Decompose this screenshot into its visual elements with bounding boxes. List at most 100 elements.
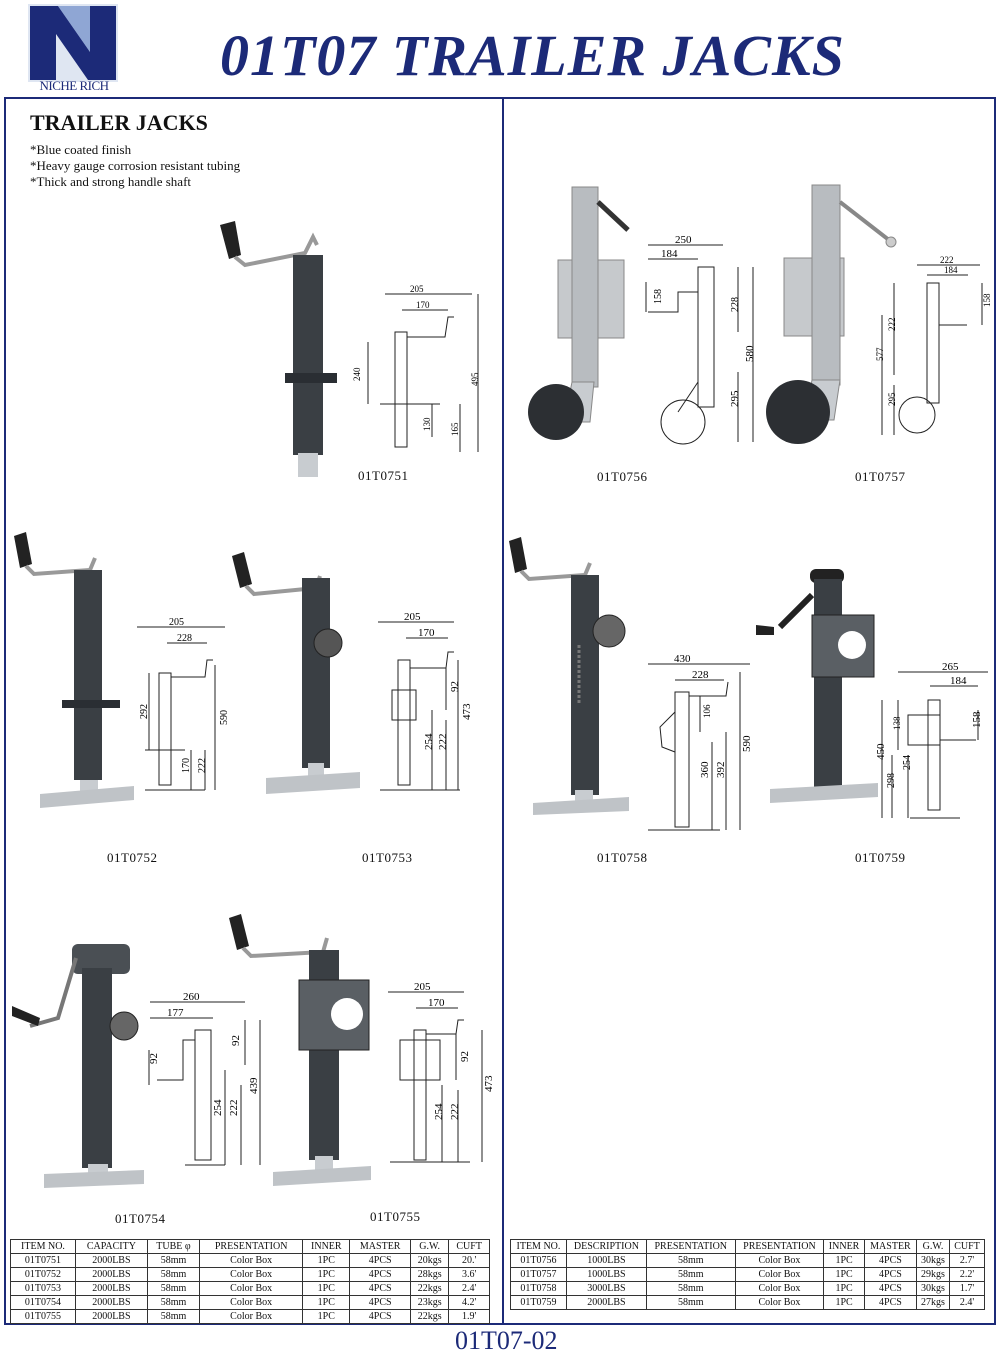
dim: 392 xyxy=(715,762,727,779)
table-cell: 2000LBS xyxy=(74,1295,148,1310)
page-number: 01T07-02 xyxy=(455,1326,558,1355)
product-code: 01T0758 xyxy=(597,850,648,865)
brand-logo xyxy=(28,4,118,92)
table-cell: 58mm xyxy=(645,1267,736,1282)
table-cell: 23kgs xyxy=(409,1295,450,1310)
jack-drawing-01T0751: 205 170 240 495 130 165 xyxy=(352,284,480,452)
table-cell: 01T0756 xyxy=(510,1253,567,1268)
table-cell: Color Box xyxy=(199,1309,304,1324)
table-cell: 58mm xyxy=(645,1295,736,1310)
dim: 228 xyxy=(692,669,709,681)
table-cell: Color Box xyxy=(199,1281,304,1296)
dim: 170 xyxy=(428,997,445,1009)
dim: 254 xyxy=(902,755,913,770)
table-cell: 58mm xyxy=(146,1295,201,1310)
table-cell: 2000LBS xyxy=(74,1253,148,1268)
dim: 254 xyxy=(433,1103,445,1120)
feature-list: *Blue coated finish *Heavy gauge corrosi… xyxy=(30,142,240,190)
table-cell: Color Box xyxy=(734,1295,825,1310)
table-cell: 4PCS xyxy=(863,1281,917,1296)
table-cell: 1PC xyxy=(823,1253,865,1268)
table-cell: 20.' xyxy=(448,1253,490,1268)
column-header: PRESENTATION xyxy=(199,1239,304,1254)
product-code: 01T0753 xyxy=(362,850,413,865)
table-cell: 1PC xyxy=(302,1253,351,1268)
table-cell: 58mm xyxy=(146,1309,201,1324)
table-cell: 01T0753 xyxy=(10,1281,76,1296)
dim: 170 xyxy=(416,300,430,310)
table-cell: 30kgs xyxy=(915,1253,951,1268)
dim: 265 xyxy=(942,661,959,673)
column-header: CUFT xyxy=(448,1239,490,1254)
table-cell: 2000LBS xyxy=(565,1295,647,1310)
dim: 92 xyxy=(449,681,461,692)
table-cell: 01T0755 xyxy=(10,1309,76,1324)
jack-photo-01T0751 xyxy=(220,221,337,477)
jack-photo-01T0756 xyxy=(528,186,630,440)
table-cell: 2.2' xyxy=(949,1267,985,1282)
table-cell: 58mm xyxy=(146,1281,201,1296)
table-cell: Color Box xyxy=(199,1253,304,1268)
table-cell: 4PCS xyxy=(863,1295,917,1310)
dim: 184 xyxy=(661,248,678,260)
table-cell: 1PC xyxy=(302,1309,351,1324)
column-header: TUBE φ xyxy=(146,1239,201,1254)
jack-drawing-01T0758: 430 228 106 590 360 392 xyxy=(648,653,753,831)
column-header: MASTER xyxy=(863,1239,917,1254)
table-cell: 1.7' xyxy=(949,1281,985,1296)
table-cell: 01T0752 xyxy=(10,1267,76,1282)
page-title: 01T07 TRAILER JACKS xyxy=(220,23,845,88)
product-code: 01T0755 xyxy=(370,1209,421,1224)
table-cell: 1000LBS xyxy=(565,1267,647,1282)
jack-photo-01T0757 xyxy=(766,184,897,444)
table-cell: 30kgs xyxy=(915,1281,951,1296)
table-cell: Color Box xyxy=(734,1281,825,1296)
table-cell: 22kgs xyxy=(409,1281,450,1296)
column-header: DESCRIPTION xyxy=(565,1239,647,1254)
table-cell: 2000LBS xyxy=(74,1309,148,1324)
dim: 165 xyxy=(450,422,460,436)
table-cell: 58mm xyxy=(146,1253,201,1268)
dim: 184 xyxy=(944,265,958,275)
column-header: G.W. xyxy=(915,1239,951,1254)
table-cell: 01T0757 xyxy=(510,1267,567,1282)
dim: 106 xyxy=(702,704,712,718)
table-cell: 58mm xyxy=(146,1267,201,1282)
table-cell: 4PCS xyxy=(349,1309,411,1324)
table-cell: 1PC xyxy=(823,1267,865,1282)
table-cell: 3000LBS xyxy=(565,1281,647,1296)
dim: 228 xyxy=(730,297,741,312)
table-cell: 01T0751 xyxy=(10,1253,76,1268)
product-code: 01T0752 xyxy=(107,850,158,865)
table-cell: 2000LBS xyxy=(74,1267,148,1282)
dim: 205 xyxy=(404,611,421,623)
jack-drawing-01T0757: 222 184 158 222 577 295 xyxy=(875,255,992,435)
column-header: PRESENTATION xyxy=(734,1239,825,1254)
dim: 590 xyxy=(219,710,230,725)
dim: 292 xyxy=(139,704,150,719)
dim: 450 xyxy=(875,743,887,760)
product-code: 01T0754 xyxy=(115,1211,166,1226)
column-header: CUFT xyxy=(949,1239,985,1254)
table-cell: 58mm xyxy=(645,1281,736,1296)
feature-item: *Blue coated finish xyxy=(30,142,132,157)
dim: 473 xyxy=(483,1075,495,1092)
dim: 184 xyxy=(950,675,967,687)
product-code: 01T0757 xyxy=(855,469,906,484)
column-header: INNER xyxy=(302,1239,351,1254)
dim: 430 xyxy=(674,653,691,665)
jack-drawing-01T0752: 205 228 292 590 170 222 xyxy=(137,617,230,791)
dim: 580 xyxy=(744,345,756,362)
table-cell: Color Box xyxy=(199,1295,304,1310)
dim: 254 xyxy=(423,733,435,750)
dim: 260 xyxy=(183,991,200,1003)
jack-photo-01T0753 xyxy=(232,552,360,794)
table-cell: 4PCS xyxy=(349,1253,411,1268)
